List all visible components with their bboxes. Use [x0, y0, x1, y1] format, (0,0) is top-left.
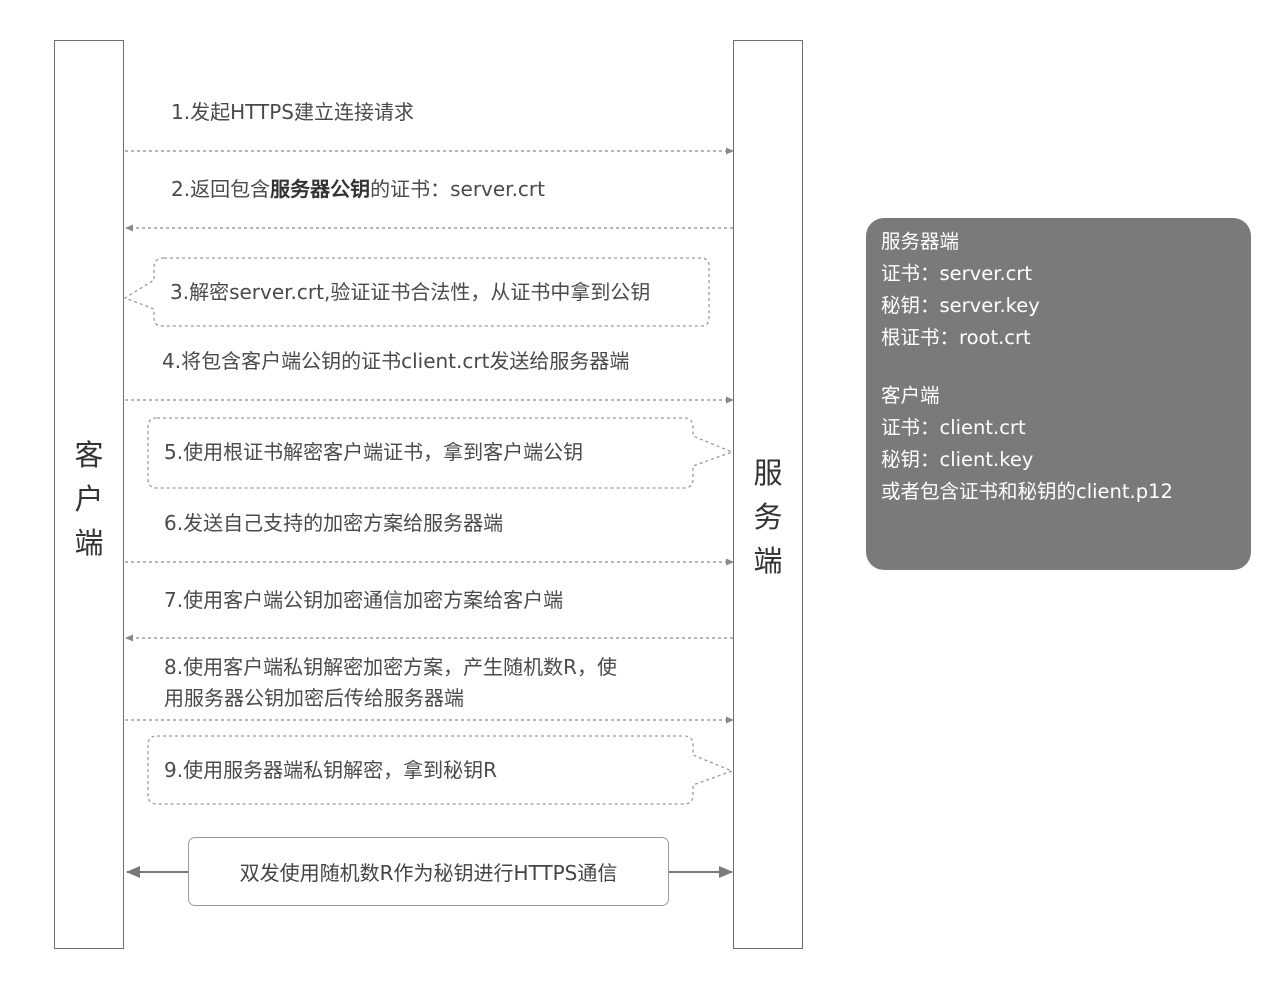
- server-key-line: 秘钥：server.key: [881, 294, 1040, 317]
- step-9-label: 9.使用服务器端私钥解密，拿到秘钥R: [164, 758, 497, 782]
- step-7-label: 7.使用客户端公钥加密通信加密方案给客户端: [164, 588, 564, 612]
- step-3-label: 3.解密server.crt,验证证书合法性，从证书中拿到公钥: [170, 280, 651, 304]
- step-8-label-line2: 用服务器公钥加密后传给服务器端: [164, 686, 464, 710]
- server-section-title: 服务器端: [881, 230, 960, 253]
- section-gap: [881, 354, 1251, 380]
- final-communication-label: 双发使用随机数R作为秘钥进行HTTPS通信: [239, 861, 618, 885]
- step-4-label: 4.将包含客户端公钥的证书client.crt发送给服务器端: [162, 349, 630, 373]
- server-public-key-text: 服务器公钥: [270, 177, 371, 201]
- callout-step-5: [147, 417, 734, 489]
- client-lifeline: 客 户 端: [54, 40, 124, 949]
- callout-step-3: [123, 257, 710, 327]
- client-key-line: 秘钥：client.key: [881, 448, 1034, 471]
- step-1-label: 1.发起HTTPS建立连接请求: [171, 100, 414, 124]
- step-6-label: 6.发送自己支持的加密方案给服务器端: [164, 511, 504, 535]
- step-2-label: 2.返回包含服务器公钥的证书：server.crt: [171, 177, 545, 201]
- client-label: 客 户 端: [74, 438, 104, 560]
- root-cert-line: 根证书：root.crt: [881, 326, 1031, 349]
- server-cert-line: 证书：server.crt: [881, 262, 1033, 285]
- step-5-label: 5.使用根证书解密客户端证书，拿到客户端公钥: [164, 440, 584, 464]
- server-lifeline: 服 务 端: [733, 40, 803, 949]
- client-p12-line: 或者包含证书和秘钥的client.p12: [881, 480, 1173, 503]
- final-communication-box: 双发使用随机数R作为秘钥进行HTTPS通信: [188, 837, 669, 906]
- certificate-info-panel: 服务器端 证书：server.crt 秘钥：server.key 根证书：roo…: [866, 218, 1251, 570]
- client-cert-line: 证书：client.crt: [881, 416, 1026, 439]
- client-section-title: 客户端: [881, 384, 940, 407]
- server-label: 服 务 端: [753, 456, 783, 578]
- step-8-label-line1: 8.使用客户端私钥解密加密方案，产生随机数R，使: [164, 655, 617, 679]
